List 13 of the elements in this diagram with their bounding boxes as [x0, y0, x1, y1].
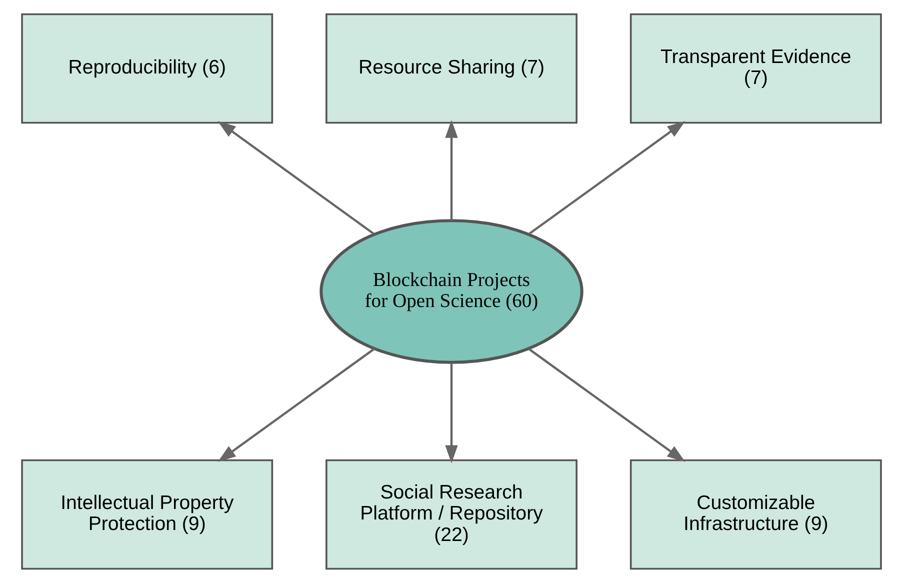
- node-box: Resource Sharing (7): [326, 13, 578, 124]
- arrow: [528, 120, 686, 235]
- arrow: [218, 348, 375, 462]
- node-box: Customizable Infrastructure (9): [630, 459, 882, 570]
- node-box: Intellectual Property Protection (9): [21, 459, 274, 570]
- arrow: [218, 120, 375, 235]
- arrow: [445, 120, 458, 221]
- arrow: [445, 362, 458, 464]
- node-box: Transparent Evidence (7): [630, 13, 882, 124]
- node-box: Social Research Platform / Repository (22): [326, 459, 578, 570]
- arrow: [528, 348, 686, 462]
- node-ellipse: Blockchain Projects for Open Science (60): [320, 219, 584, 364]
- node-box: Reproducibility (6): [21, 13, 274, 124]
